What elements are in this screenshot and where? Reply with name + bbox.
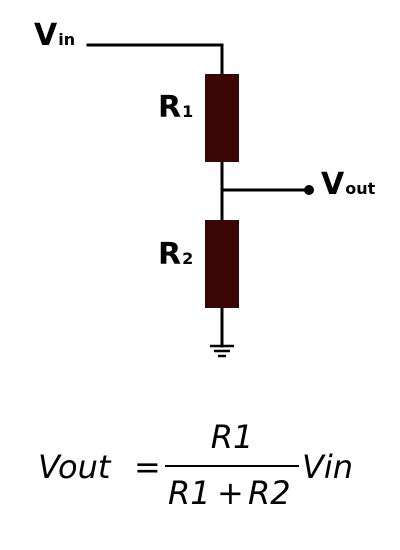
r1-label: R1 <box>158 90 193 125</box>
formula-denominator-left: R1 <box>168 474 211 512</box>
terminal-dot-icon <box>304 185 314 195</box>
resistor-r2 <box>205 220 239 308</box>
vin-label: Vin <box>34 18 75 53</box>
resistor-r1 <box>205 74 239 162</box>
formula-denominator-right: R2 <box>248 474 291 512</box>
vout-label: Vout <box>321 167 376 202</box>
circuit-wires <box>86 43 310 348</box>
formula-equals: = <box>134 448 161 486</box>
ground-icon <box>210 344 234 358</box>
r2-label: R2 <box>158 237 193 272</box>
formula-lhs: Vout <box>38 448 112 486</box>
formula: Vout = R1 R1 + R2 Vin <box>38 418 353 512</box>
formula-numerator: R1 <box>211 418 254 456</box>
formula-rhs: Vin <box>302 448 353 486</box>
formula-denominator-op: + <box>217 474 244 512</box>
